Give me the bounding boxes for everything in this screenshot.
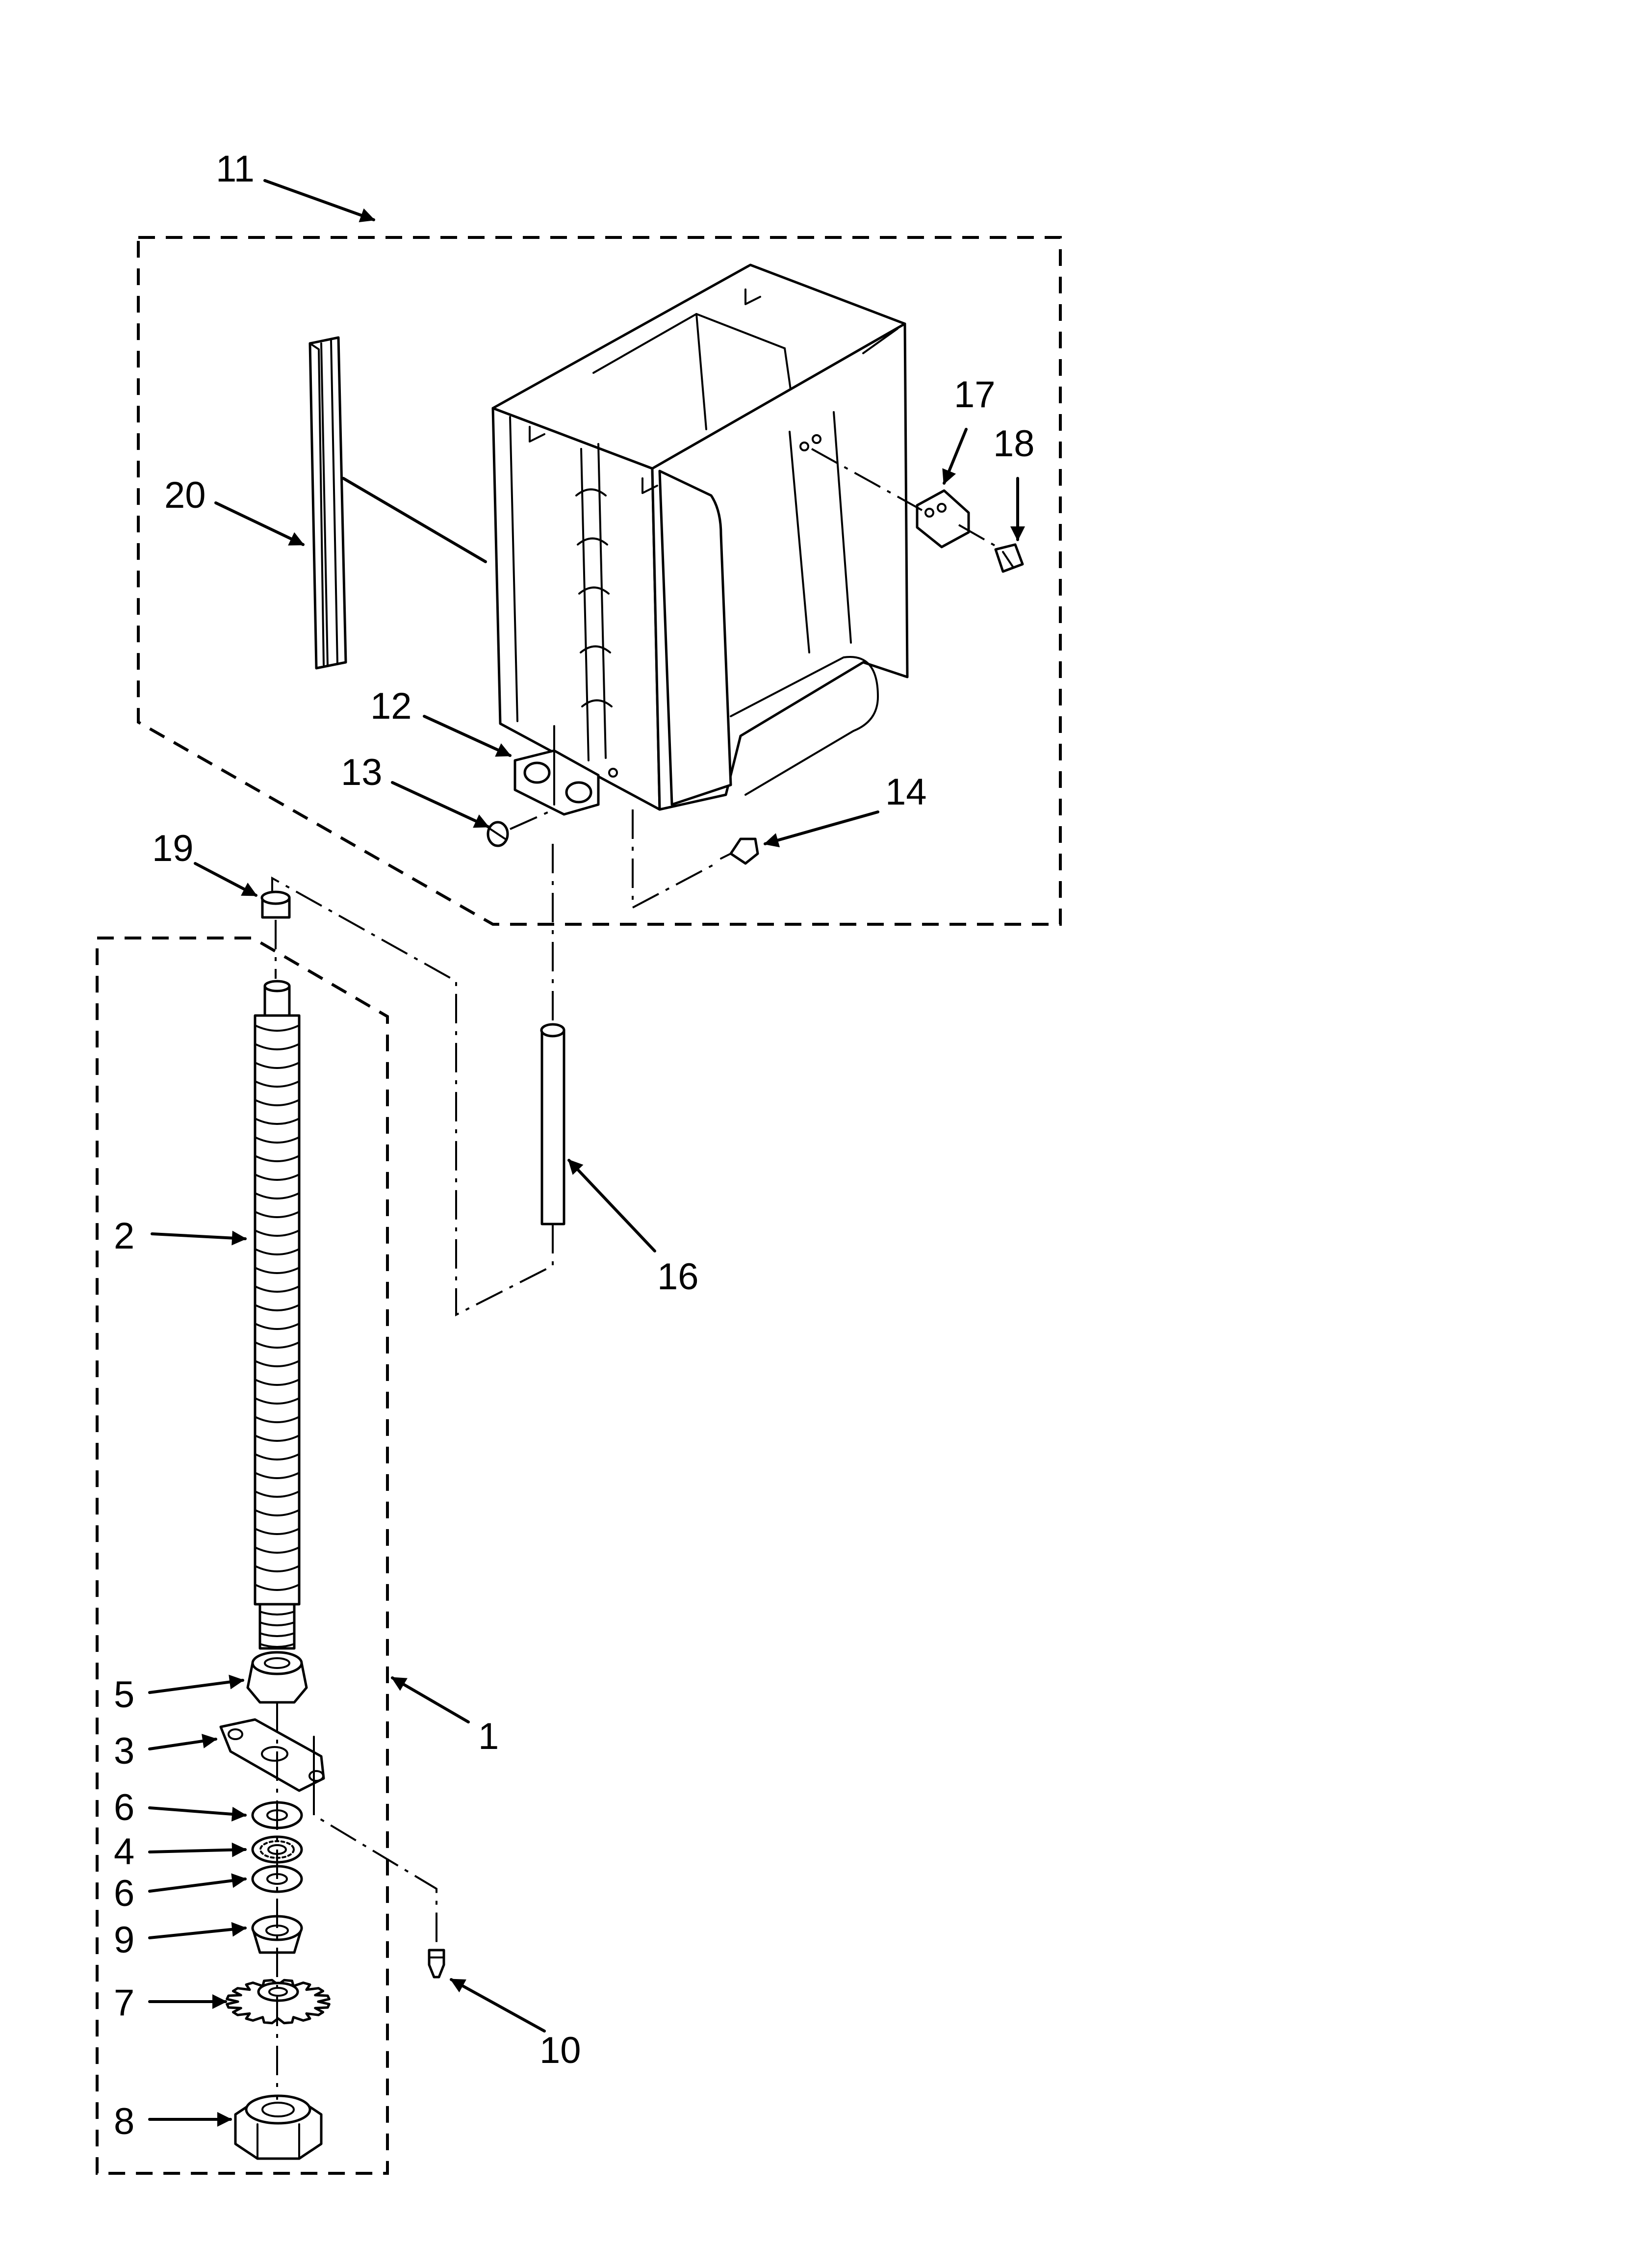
hinge-pivot-part [513, 725, 600, 816]
callout-18: 18 [993, 423, 1035, 465]
callout-12: 12 [370, 685, 412, 727]
bearing-5-part [246, 1651, 308, 1704]
bracket-part [916, 489, 970, 548]
callout-14: 14 [885, 771, 927, 813]
leader-lines [148, 179, 1025, 2127]
callout-20: 20 [164, 474, 206, 516]
callout-4: 4 [114, 1831, 134, 1873]
callout-13: 13 [341, 752, 383, 793]
callout-2: 2 [114, 1215, 134, 1257]
screw-18-part [994, 543, 1024, 573]
callout-3: 3 [114, 1730, 134, 1772]
flange-plate-3-part [219, 1718, 325, 1792]
callout-8: 8 [114, 2101, 134, 2142]
screw-14-part [720, 837, 759, 865]
callout-6b: 6 [114, 1873, 134, 1914]
bin-housing-part [491, 263, 909, 811]
nut-8-part [234, 2094, 323, 2160]
pin-16-part [271, 844, 565, 1317]
callout-1: 1 [478, 1716, 499, 1757]
cap-19-part [260, 890, 291, 919]
callout-17: 17 [954, 374, 996, 416]
callout-16: 16 [657, 1256, 699, 1298]
callout-11: 11 [216, 148, 255, 190]
callout-7: 7 [114, 1982, 134, 2024]
gasket-strip-part [308, 336, 487, 670]
callout-19: 19 [152, 828, 194, 869]
callout-9: 9 [114, 1919, 134, 1961]
callout-6a: 6 [114, 1787, 134, 1828]
callout-10: 10 [539, 2030, 581, 2071]
washer-13-part [487, 821, 509, 847]
callout-5: 5 [114, 1674, 134, 1716]
auger-2-part [254, 980, 301, 1650]
screw-10-part [428, 1949, 445, 1979]
assembly-11-boundary [137, 236, 1062, 926]
assembly-1-boundary [96, 937, 389, 2175]
